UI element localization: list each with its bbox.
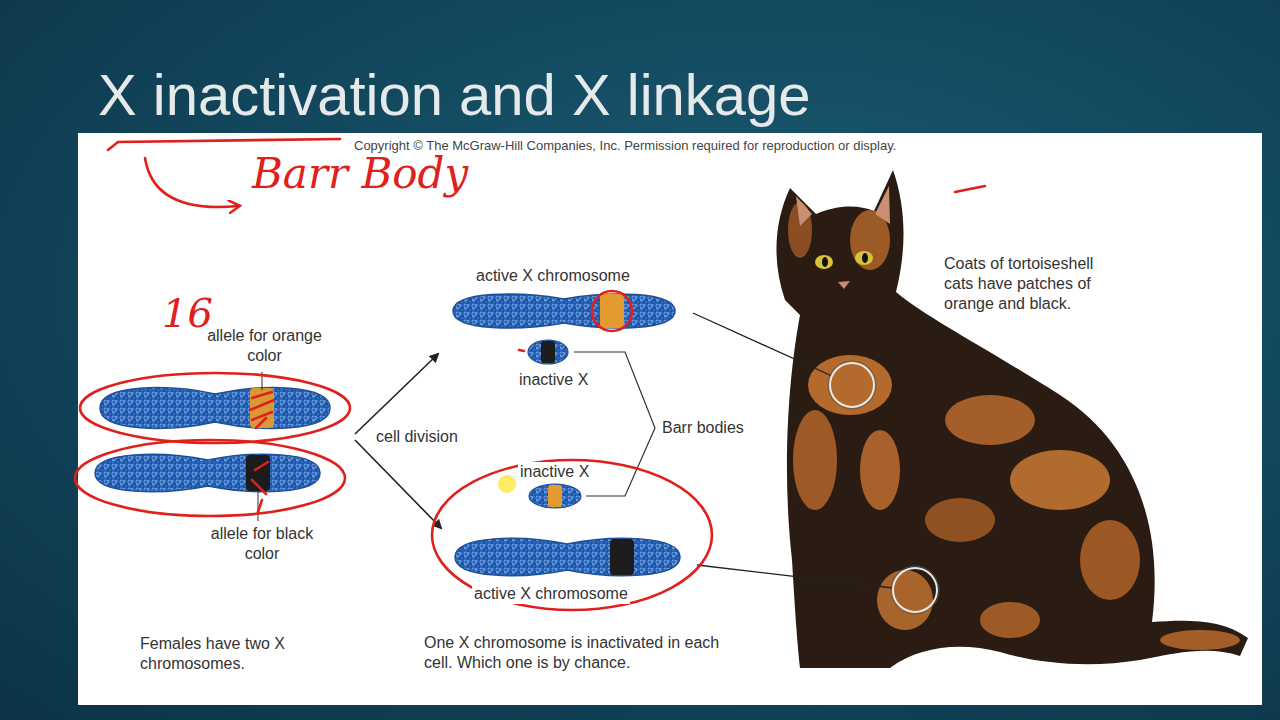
illustration-part [808, 355, 892, 415]
illustration-part [519, 350, 524, 351]
diagram-label: Barr bodies [660, 418, 746, 438]
leader-line [693, 313, 832, 376]
cat-nose [838, 281, 850, 289]
illustration-part [793, 410, 837, 510]
cat-pupil [822, 257, 828, 267]
division-arrow [355, 354, 438, 434]
illustration-part [75, 440, 345, 516]
orange-allele-band [548, 485, 562, 507]
illustration-part [877, 570, 933, 630]
illustration-part [925, 498, 995, 542]
cat-body [776, 170, 1248, 668]
leader-line [697, 565, 893, 588]
cat-eye [815, 255, 833, 269]
red-annotations [75, 139, 985, 610]
illustration-part [945, 395, 1035, 445]
active-x-chromosome [453, 294, 675, 328]
illustration-part [592, 291, 632, 331]
illustration-part [1010, 450, 1110, 510]
slide-title: X inactivation and X linkage [98, 62, 811, 128]
illustration-part [80, 373, 350, 443]
content-panel [78, 133, 1262, 705]
illustration-part [108, 139, 340, 150]
pointer-circle [828, 361, 876, 409]
illustration-part [860, 430, 900, 510]
pointer-circle [893, 568, 937, 612]
pointer-circle [830, 363, 874, 407]
division-arrow [355, 440, 441, 528]
black-allele-band [610, 539, 634, 575]
illustration-part [1160, 630, 1240, 650]
illustration-part [955, 186, 985, 192]
leader-line [258, 492, 259, 521]
black-allele-band [541, 341, 555, 363]
x-chromosome [100, 388, 330, 429]
cat-pupil [862, 253, 868, 263]
handwritten-note: Barr Body [250, 150, 470, 198]
barr-body [528, 340, 568, 364]
diagram-label: cell division [374, 427, 460, 447]
orange-allele-band [250, 388, 274, 428]
diagram-label: active X chromosome [474, 266, 632, 286]
cell-chromosomes [453, 294, 675, 364]
diagram-label: active X chromosome [472, 584, 630, 604]
diagram-label: Coats of tortoiseshell cats have patches… [942, 254, 1124, 314]
cat-ear [875, 186, 890, 224]
diagram-label: inactive X [517, 370, 590, 390]
cell-chromosomes [455, 484, 680, 576]
diagram-label: allele for orange color [205, 326, 324, 366]
diagram-label: allele for black color [200, 524, 324, 564]
active-x-chromosome [455, 538, 680, 575]
cat-eye [855, 251, 873, 265]
diagram-label: One X chromosome is inactivated in each … [422, 633, 746, 673]
barr-body [529, 484, 581, 508]
x-chromosome [95, 454, 320, 491]
illustration-part [250, 392, 274, 428]
tortoiseshell-cat [776, 170, 1248, 668]
diagram-label: inactive X [518, 462, 591, 482]
illustration-part [980, 602, 1040, 638]
illustration-part [145, 158, 238, 207]
coat-patches [788, 202, 1240, 650]
highlight-dot [498, 475, 516, 493]
pointer-circle [891, 566, 939, 614]
illustration-part [1080, 520, 1140, 600]
cat-ear [796, 196, 812, 226]
diagram-label: Females have two X chromosomes. [138, 634, 317, 674]
illustration-part [252, 462, 268, 512]
illustration-part [432, 460, 712, 610]
orange-allele-band [600, 294, 624, 328]
